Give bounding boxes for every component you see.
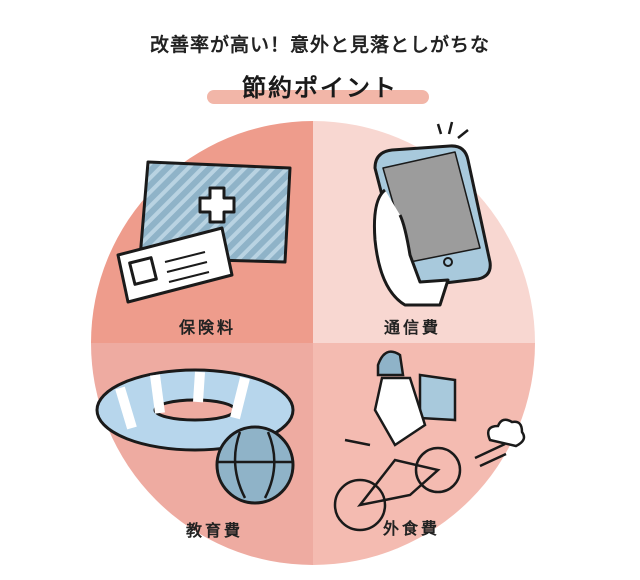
insurance-card-icon (116, 160, 292, 304)
delivery-bicycle-icon (333, 350, 526, 532)
smartphone-icon (373, 121, 492, 307)
title-highlight (207, 90, 429, 104)
label-dining: 外食費 (383, 519, 441, 538)
label-insurance: 保険料 (179, 318, 237, 337)
subtitle: 改善率が高い！意外と見落としがちな (149, 34, 490, 56)
label-education: 教育費 (186, 521, 244, 540)
swim-ring-ball-icon (95, 368, 295, 505)
label-communication: 通信費 (384, 318, 442, 337)
page-title: 節約ポイント (242, 74, 398, 102)
